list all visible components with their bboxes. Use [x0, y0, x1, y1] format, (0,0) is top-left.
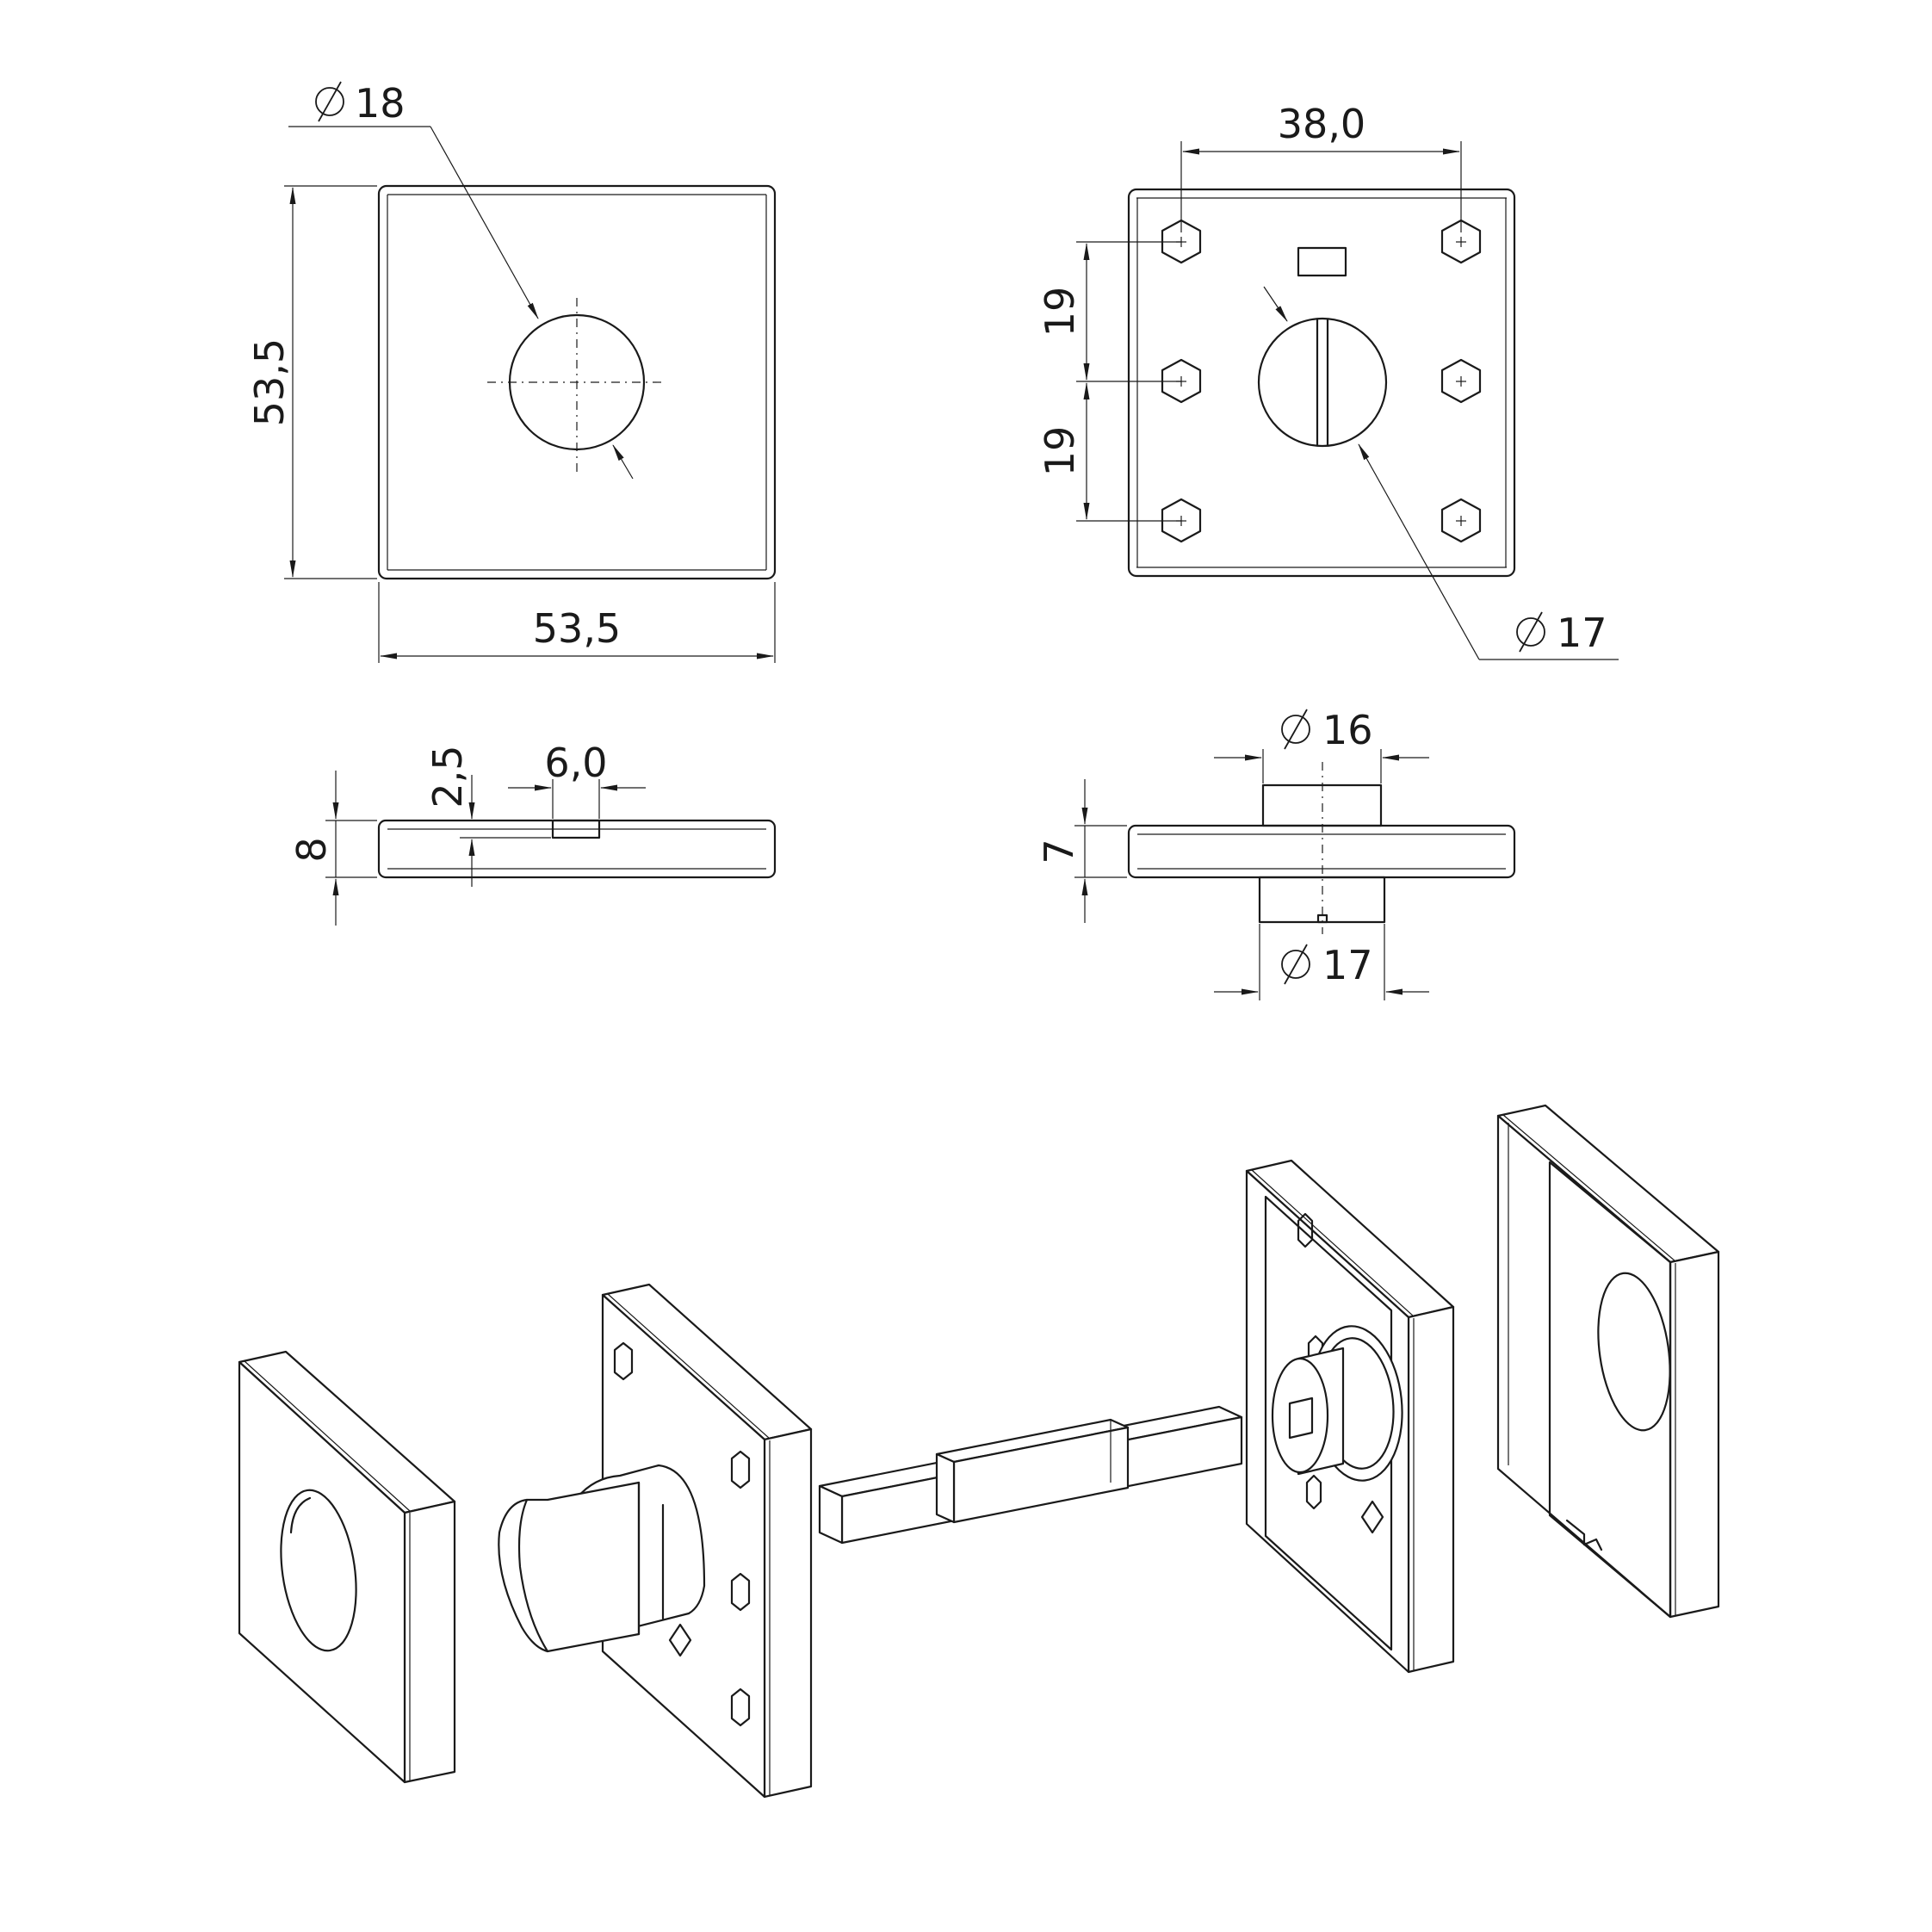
back-view-plate: 38,0 19 19 17 [1037, 101, 1619, 660]
turn-knob-part [498, 1283, 813, 1799]
side-view-rosette: 8 2,5 6,0 [288, 740, 777, 926]
hex-nut-icon [1440, 498, 1482, 543]
front-view-rosette: 18 53,5 53,5 [246, 80, 777, 663]
back-width-label: 38,0 [1278, 101, 1365, 147]
front-height-label: 53,5 [246, 338, 293, 426]
back-pitch-lower-label: 19 [1037, 426, 1083, 477]
hub-bottom-dia-label: 17 [1322, 942, 1373, 988]
side-slot-depth-label: 2,5 [424, 745, 471, 808]
side-slot-width-label: 6,0 [544, 740, 607, 786]
back-dia-label: 17 [1557, 610, 1607, 656]
front-rosette-part [238, 1350, 456, 1784]
hub-top-dia-label: 16 [1322, 707, 1373, 753]
diameter-symbol-icon [315, 81, 344, 122]
back-plate-part [1245, 1159, 1455, 1674]
side-view-plate: 16 7 17 [1036, 707, 1516, 1000]
back-pitch-upper-label: 19 [1037, 287, 1083, 337]
hex-nut-icon [1440, 358, 1482, 404]
diameter-symbol-icon [1516, 611, 1545, 653]
back-cover-part [1496, 1104, 1720, 1619]
diameter-symbol-icon [1281, 709, 1310, 750]
spindle-part [818, 1405, 1243, 1545]
hex-nut-icon [1440, 219, 1482, 264]
front-dia-label: 18 [355, 80, 406, 127]
side-thickness-label: 8 [288, 837, 335, 862]
front-width-label: 53,5 [533, 605, 621, 652]
hub-thickness-label: 7 [1036, 839, 1082, 864]
diameter-symbol-icon [1281, 944, 1310, 985]
exploded-assembly-view [238, 1104, 1720, 1799]
